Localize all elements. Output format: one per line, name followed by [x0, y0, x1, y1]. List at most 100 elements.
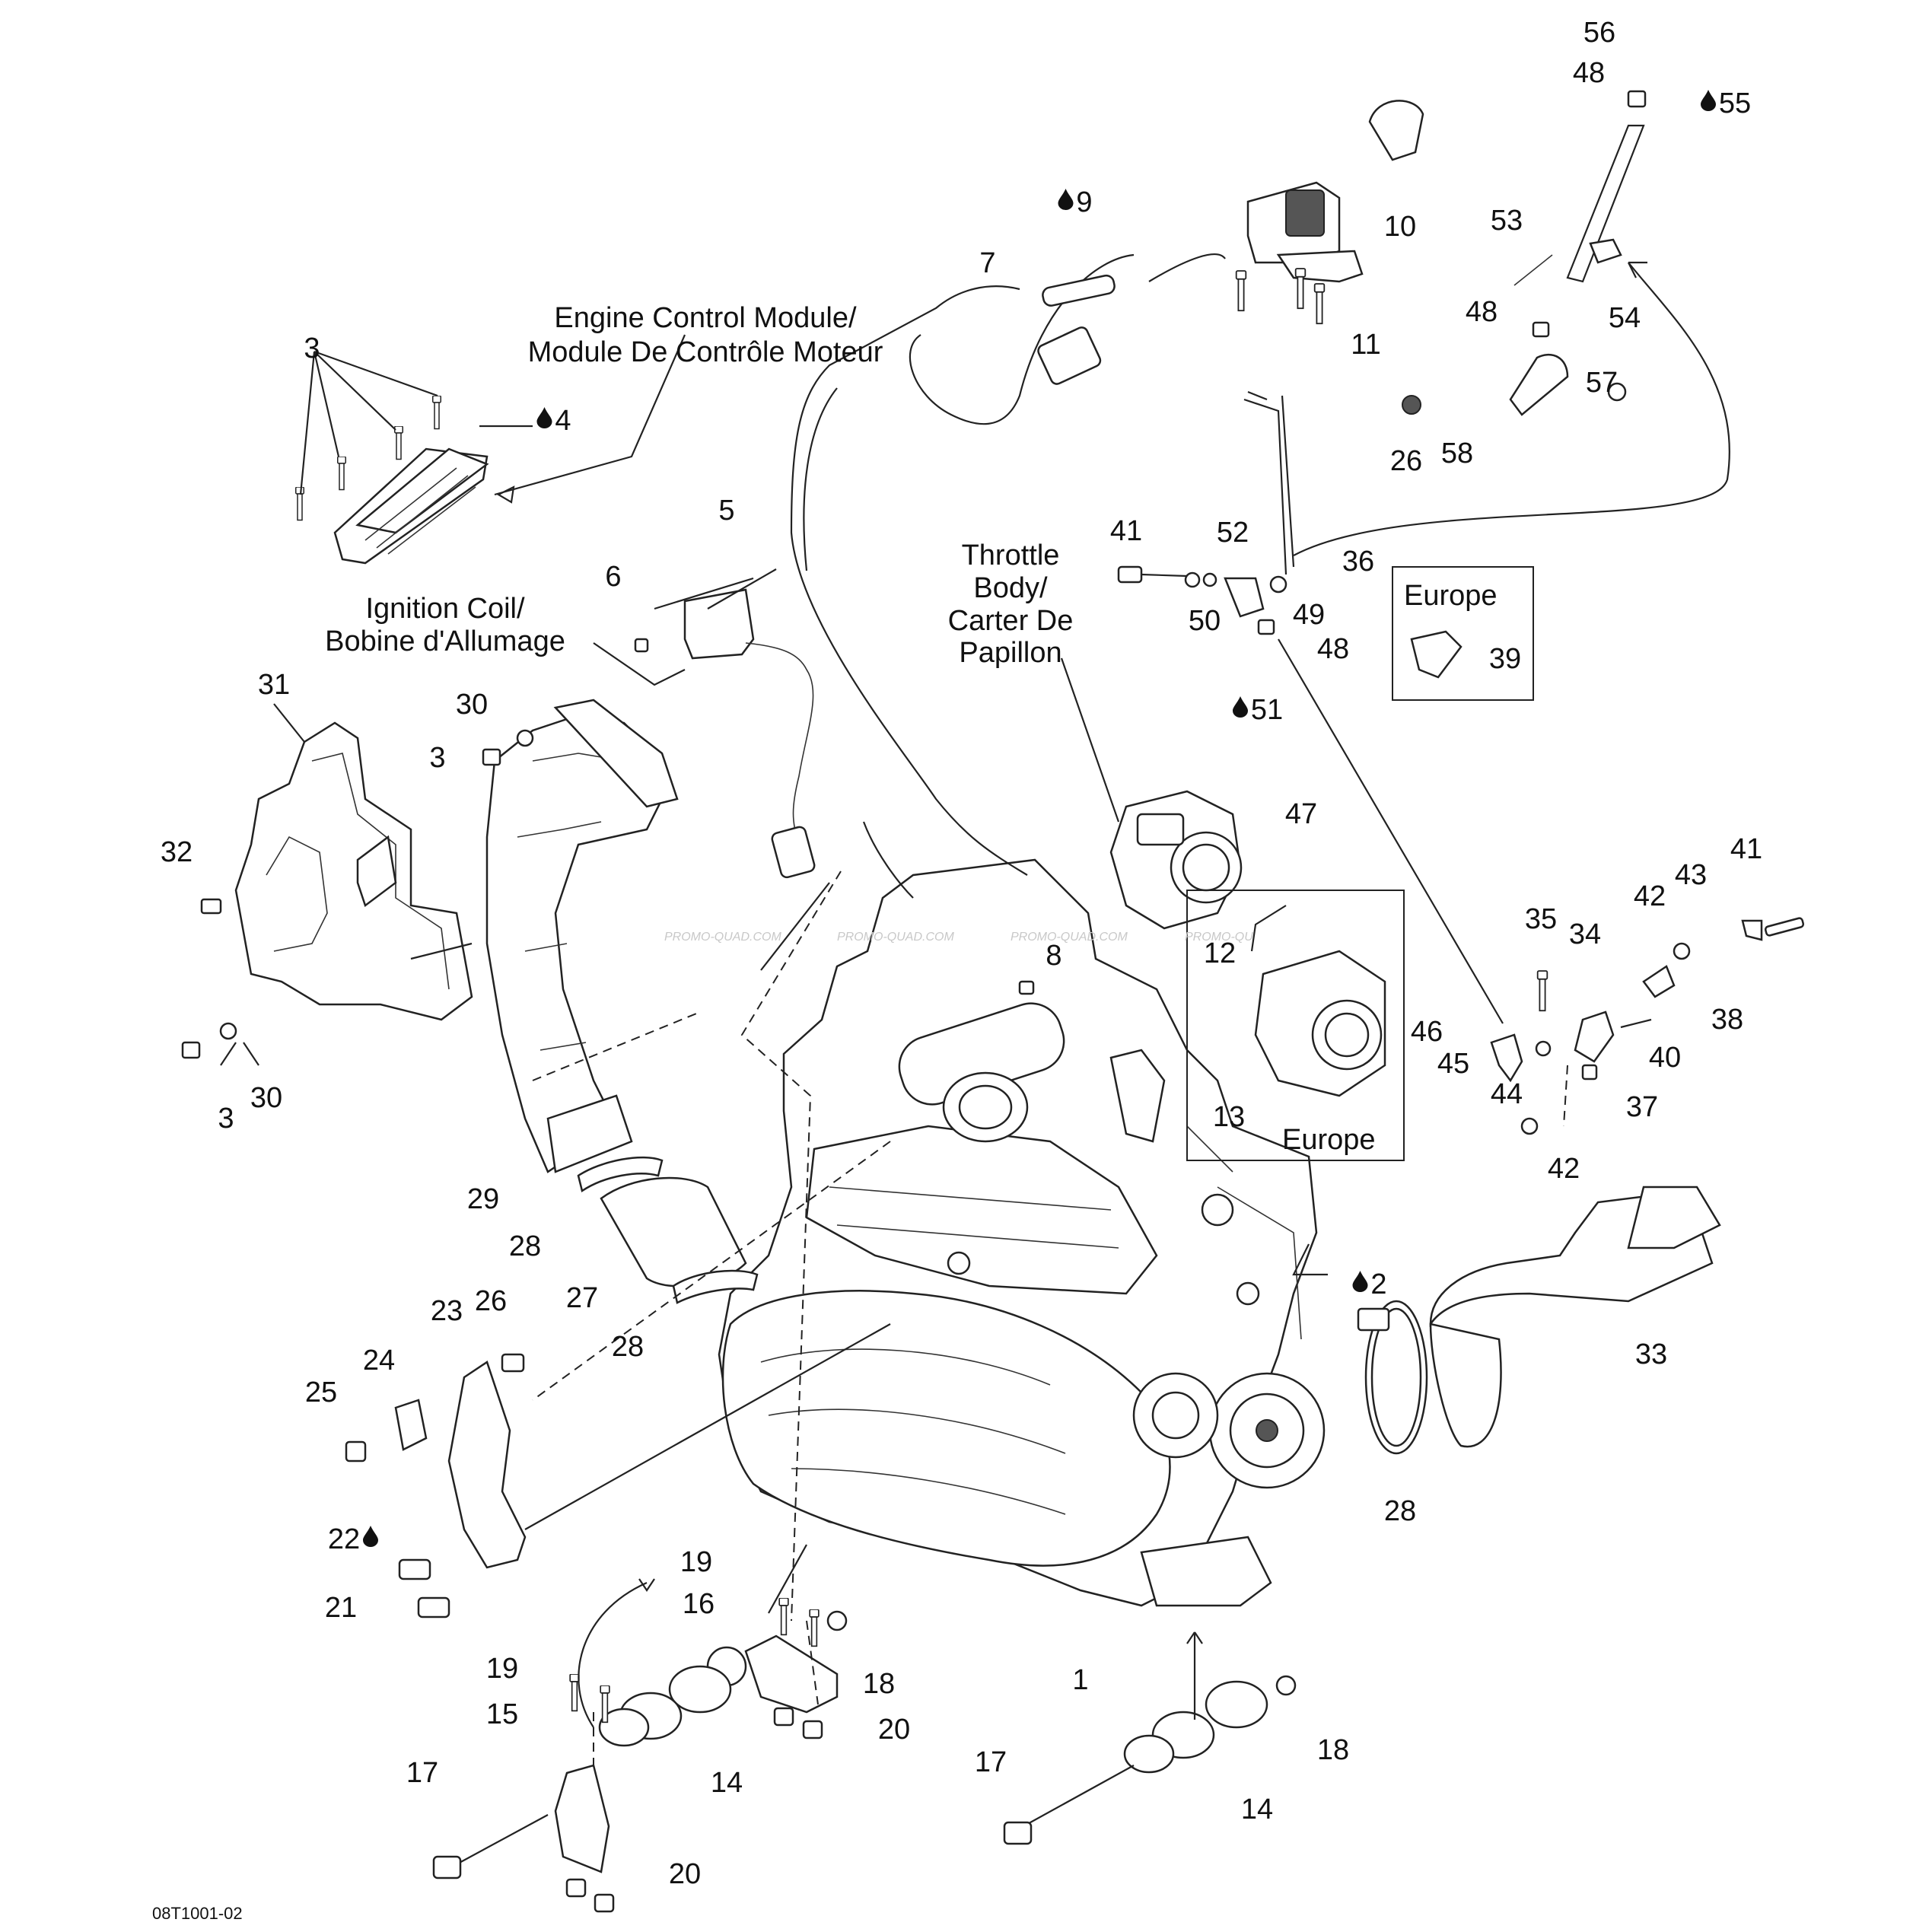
- callout-c57: 57: [1586, 367, 1618, 399]
- drop-icon-c55: [1701, 90, 1716, 111]
- caption-coil-line2: Bobine d'Allumage: [325, 625, 565, 657]
- callout-c56: 56: [1583, 17, 1615, 49]
- callout-c15: 15: [486, 1698, 518, 1730]
- callout-c12: 12: [1204, 937, 1236, 969]
- callout-c29: 29: [467, 1183, 499, 1215]
- callout-c28a: 28: [509, 1230, 541, 1262]
- callout-c30b: 30: [250, 1082, 282, 1114]
- watermark-4: PROMO-QU: [1185, 931, 1253, 944]
- callout-c13: 13: [1213, 1101, 1245, 1133]
- callout-c34: 34: [1569, 918, 1601, 950]
- heat-shield-31: [234, 721, 473, 1021]
- caption-europe-b: Europe: [1282, 1124, 1376, 1156]
- caption-throttle-line2: Body/: [973, 572, 1048, 604]
- leader-lines: [220, 261, 1730, 1773]
- callout-c26a: 26: [1390, 445, 1422, 477]
- intake-duct: [485, 699, 679, 1173]
- callout-c52: 52: [1217, 517, 1249, 549]
- callout-c5: 5: [718, 495, 734, 527]
- callout-c17b: 17: [975, 1746, 1007, 1778]
- callout-c32: 32: [161, 836, 193, 868]
- callout-c41b: 41: [1730, 833, 1762, 865]
- drop-icon-c4: [536, 407, 552, 428]
- callout-c20a: 20: [878, 1714, 910, 1746]
- callout-c9: 9: [1076, 186, 1092, 218]
- callout-c3b: 3: [429, 742, 445, 774]
- captions: Engine Control Module/ Module De Contrôl…: [152, 302, 1498, 1923]
- bolt-11c: [1313, 283, 1326, 325]
- callout-c44: 44: [1491, 1078, 1523, 1110]
- europe-box-throttle: [1186, 890, 1405, 1161]
- caption-ecm-line1: Engine Control Module/: [554, 302, 857, 334]
- callout-c19b: 19: [486, 1653, 518, 1685]
- callout-c6: 6: [605, 561, 621, 593]
- callout-c48c: 48: [1317, 633, 1349, 665]
- drop-icon-c2: [1352, 1271, 1368, 1292]
- callout-c7: 7: [979, 247, 995, 279]
- engine-mount-right: [1003, 1675, 1297, 1845]
- callout-c36: 36: [1342, 546, 1374, 578]
- engine-mount-front: [598, 1598, 848, 1747]
- callout-c4: 4: [555, 405, 571, 437]
- engine-assembly: [718, 858, 1326, 1607]
- drawing-code: 08T1001-02: [152, 1904, 243, 1923]
- caption-ecm-line2: Module De Contrôle Moteur: [528, 336, 883, 368]
- callout-c18b: 18: [1317, 1734, 1349, 1766]
- callout-c58: 58: [1441, 438, 1473, 469]
- callout-c22: 22: [328, 1523, 360, 1555]
- engine-mount-left: [432, 1674, 615, 1913]
- callout-c3a: 3: [304, 333, 320, 364]
- callout-c48b: 48: [1466, 296, 1498, 328]
- callout-c42a: 42: [1634, 880, 1666, 912]
- callout-c38: 38: [1711, 1004, 1743, 1036]
- drop-icon-c9: [1058, 189, 1074, 210]
- callout-c18a: 18: [863, 1668, 895, 1700]
- clamp-28-lower: [672, 1269, 759, 1304]
- callout-c48a: 48: [1573, 57, 1605, 89]
- drop-icon-c22: [363, 1526, 378, 1547]
- callout-c24: 24: [363, 1345, 395, 1377]
- callout-c20b: 20: [669, 1858, 701, 1890]
- clamp-28-upper: [577, 1156, 664, 1193]
- callout-c28b: 28: [612, 1331, 644, 1363]
- callout-c2: 2: [1370, 1268, 1386, 1300]
- callout-c39: 39: [1489, 643, 1521, 675]
- ignition-coil: [683, 588, 816, 879]
- callout-c51: 51: [1251, 694, 1283, 726]
- callout-c53: 53: [1491, 205, 1523, 237]
- throttle-cable: [790, 253, 1226, 876]
- clamp-28-hose: [1357, 1300, 1428, 1455]
- callout-c30a: 30: [456, 689, 488, 721]
- callout-c37: 37: [1626, 1091, 1658, 1123]
- watermark-1: PROMO-QUAD.COM: [664, 931, 781, 944]
- watermarks: PROMO-QUAD.COM PROMO-QUAD.COM PROMO-QUAD…: [664, 931, 1253, 944]
- callout-c16: 16: [683, 1588, 715, 1620]
- callout-c40: 40: [1649, 1042, 1681, 1074]
- engine-control-module: [333, 447, 489, 565]
- accelerator-pedal: [1246, 181, 1364, 283]
- callout-c17a: 17: [406, 1757, 438, 1789]
- callout-c8: 8: [1046, 940, 1061, 972]
- callout-c3c: 3: [218, 1103, 234, 1135]
- throttle-sensor-parts: [1117, 565, 1504, 1024]
- callout-c55: 55: [1719, 88, 1751, 119]
- callout-c10: 10: [1384, 211, 1416, 243]
- callout-c54: 54: [1609, 302, 1641, 334]
- callout-c47: 47: [1285, 798, 1317, 830]
- callout-c31: 31: [258, 669, 290, 701]
- callout-c41a: 41: [1110, 515, 1142, 547]
- callout-c25: 25: [305, 1377, 337, 1408]
- small-hardware: [181, 396, 1035, 1059]
- drop-icon-c51: [1233, 696, 1248, 718]
- shift-lever: [1368, 90, 1647, 416]
- callout-c26b: 26: [475, 1285, 507, 1317]
- callout-c42b: 42: [1548, 1153, 1580, 1185]
- caption-throttle-line1: Throttle: [962, 539, 1060, 571]
- bolt-11b: [1294, 268, 1307, 310]
- callout-c19a: 19: [680, 1546, 712, 1578]
- callout-c14a: 14: [711, 1767, 743, 1799]
- bracket-23: [345, 1353, 527, 1618]
- callout-c50: 50: [1189, 605, 1221, 637]
